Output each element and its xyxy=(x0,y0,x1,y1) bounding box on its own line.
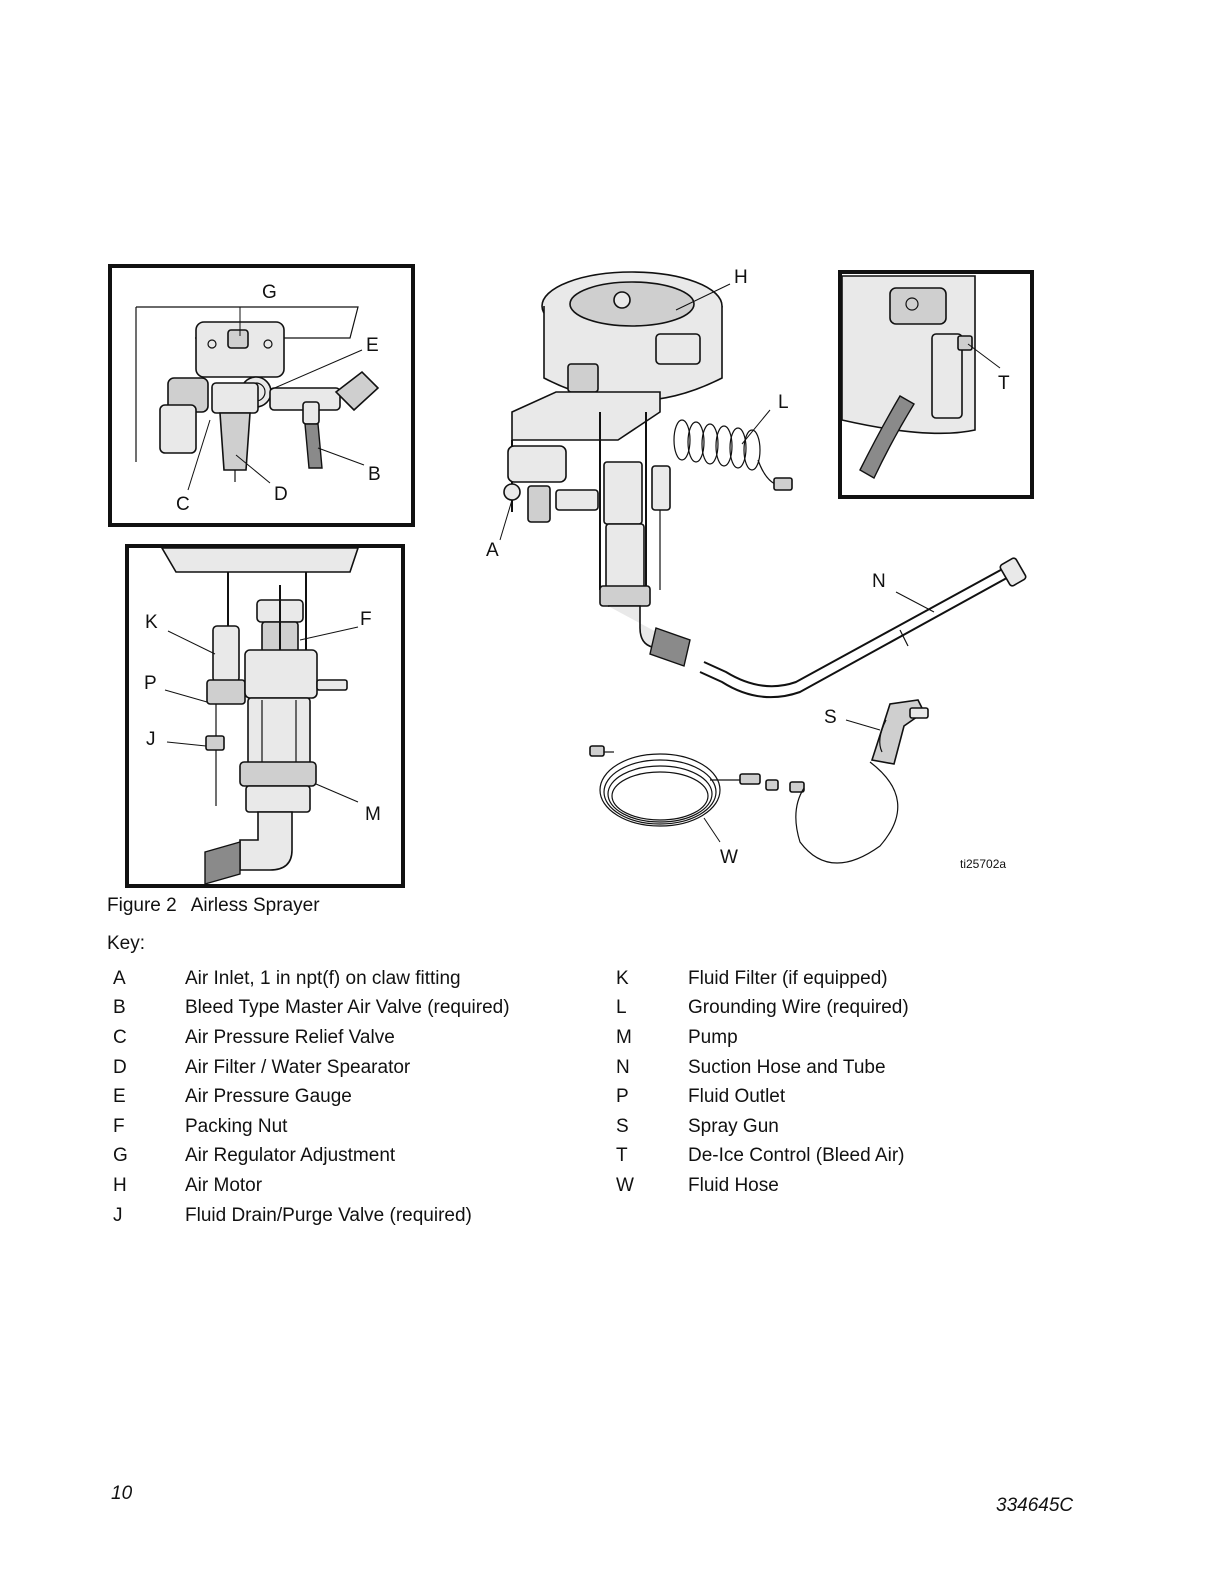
key-letter: P xyxy=(616,1086,629,1108)
key-description: Fluid Outlet xyxy=(688,1086,786,1108)
key-item: E Air Pressure Gauge xyxy=(113,1082,510,1112)
key-item: W Fluid Hose xyxy=(616,1171,909,1201)
key-description: Suction Hose and Tube xyxy=(688,1056,886,1078)
key-letter: F xyxy=(113,1115,125,1137)
callout-f: F xyxy=(360,609,372,630)
key-item: L Grounding Wire (required) xyxy=(616,994,909,1024)
figure-ref-tag: ti25702a xyxy=(960,857,1006,871)
airless-sprayer-figure: G E B C D K F P J M H L T A N S W ti2570… xyxy=(108,264,1034,888)
key-item: D Air Filter / Water Spearator xyxy=(113,1053,510,1083)
key-item: M Pump xyxy=(616,1023,909,1053)
key-item: P Fluid Outlet xyxy=(616,1082,909,1112)
callout-a: A xyxy=(486,540,499,561)
callout-j: J xyxy=(146,729,156,750)
key-letter: A xyxy=(113,967,126,989)
key-description: Air Pressure Gauge xyxy=(185,1086,352,1108)
key-description: Spray Gun xyxy=(688,1115,779,1137)
key-letter: C xyxy=(113,1026,127,1048)
figure-caption-number: Figure 2 xyxy=(107,895,177,916)
inset-air-controls xyxy=(108,264,415,527)
key-description: Packing Nut xyxy=(185,1115,288,1137)
key-letter: W xyxy=(616,1174,634,1196)
key-description: Pump xyxy=(688,1026,738,1048)
key-letter: G xyxy=(113,1145,128,1167)
callout-w: W xyxy=(720,847,738,868)
callout-m: M xyxy=(365,804,381,825)
key-letter: B xyxy=(113,997,126,1019)
document-number: 334645C xyxy=(996,1495,1074,1516)
key-description: Air Motor xyxy=(185,1174,263,1196)
key-item: S Spray Gun xyxy=(616,1112,909,1142)
key-letter: L xyxy=(616,997,627,1019)
key-item: F Packing Nut xyxy=(113,1112,510,1142)
key-item: A Air Inlet, 1 in npt(f) on claw fitting xyxy=(113,964,510,994)
key-item: J Fluid Drain/Purge Valve (required) xyxy=(113,1201,510,1231)
callout-g: G xyxy=(262,282,277,303)
key-item: B Bleed Type Master Air Valve (required) xyxy=(113,994,510,1024)
callout-e: E xyxy=(366,335,379,356)
key-letter: J xyxy=(113,1204,123,1226)
figure-caption-title: Airless Sprayer xyxy=(190,895,320,916)
key-letter: E xyxy=(113,1086,126,1108)
page-number: 10 xyxy=(111,1483,133,1504)
key-letter: N xyxy=(616,1056,630,1078)
key-list-right: K Fluid Filter (if equipped) L Grounding W… xyxy=(616,964,909,1201)
key-description: Air Filter / Water Spearator xyxy=(185,1056,411,1078)
callout-h: H xyxy=(734,267,748,288)
key-item: T De-Ice Control (Bleed Air) xyxy=(616,1142,909,1172)
callout-s: S xyxy=(824,707,837,728)
key-letter: K xyxy=(616,967,629,989)
key-description: Air Regulator Adjustment xyxy=(185,1145,396,1167)
figure-caption: Figure 2 Airless Sprayer xyxy=(107,895,320,917)
key-heading: Key: xyxy=(107,933,146,954)
key-letter: H xyxy=(113,1174,127,1196)
callout-d: D xyxy=(274,484,288,505)
key-letter: D xyxy=(113,1056,127,1078)
callout-l: L xyxy=(778,392,789,413)
key-letter: M xyxy=(616,1026,632,1048)
key-description: Fluid Filter (if equipped) xyxy=(688,967,888,989)
callout-n: N xyxy=(872,571,886,592)
callout-b: B xyxy=(368,464,381,485)
main-sprayer xyxy=(499,271,1027,864)
key-description: Air Inlet, 1 in npt(f) on claw fitting xyxy=(185,967,461,989)
key-description: Grounding Wire (required) xyxy=(688,997,909,1019)
key-item: K Fluid Filter (if equipped) xyxy=(616,964,909,994)
key-letter: S xyxy=(616,1115,629,1137)
inset-de-ice xyxy=(838,270,1034,499)
key-description: Air Pressure Relief Valve xyxy=(185,1026,395,1048)
callout-t: T xyxy=(998,373,1010,394)
key-description: De-Ice Control (Bleed Air) xyxy=(688,1145,905,1167)
key-letter: T xyxy=(616,1145,628,1167)
key-description: Bleed Type Master Air Valve (required) xyxy=(185,997,510,1019)
key-item: C Air Pressure Relief Valve xyxy=(113,1023,510,1053)
callout-k: K xyxy=(145,612,158,633)
callout-c: C xyxy=(176,494,190,515)
key-item: N Suction Hose and Tube xyxy=(616,1053,909,1083)
key-description: Fluid Drain/Purge Valve (required) xyxy=(185,1204,472,1226)
key-item: G Air Regulator Adjustment xyxy=(113,1142,510,1172)
callout-p: P xyxy=(144,673,157,694)
inset-pump xyxy=(125,544,405,888)
key-description: Fluid Hose xyxy=(688,1174,779,1196)
key-item: H Air Motor xyxy=(113,1171,510,1201)
